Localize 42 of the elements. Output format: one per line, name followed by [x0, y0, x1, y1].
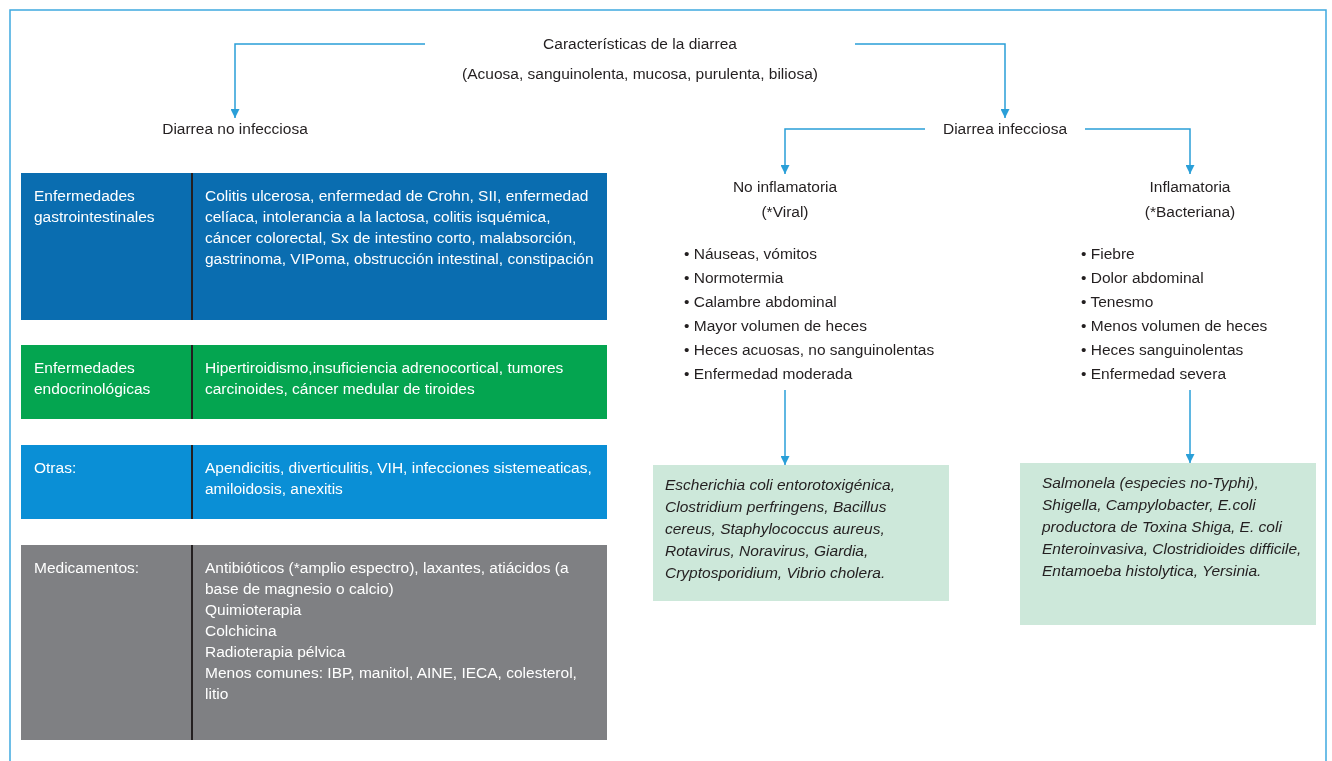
- category-row: [21, 173, 607, 320]
- category-description: Menos comunes: IBP, manitol, AINE, IECA, colesterol, litio: [205, 663, 578, 704]
- pathogen-box: Salmonela (especies no-Typhi), Shigella, Campylobacter, E.coli productora de Toxina Shiga, E. coli Enteroinvasiva, Clostridioides difficile, Entamoeba histolytica, Yersinia.: [1020, 463, 1316, 625]
- arrow: [230, 43, 426, 119]
- category-description: Colitis ulcerosa, enfermedad de Crohn, SII, enfermedad celíaca, intolerancia a la lactosa, colitis isquémica, cáncer colorectal, Sx de intestino corto, malabsorción, gastrinoma, VIPoma, obstrucción intestinal, constipación: [205, 186, 595, 269]
- category-description: Apendicitis, diverticulitis, VIH, infecciones sistemeaticas, amiloidosis, anexitis: [205, 458, 593, 499]
- bullet-item: • Náuseas, vómitos: [684, 244, 818, 264]
- bullet-item: • Enfermedad severa: [1081, 364, 1227, 384]
- category-label: Enfermedades gastrointestinales: [34, 186, 156, 227]
- subtitle-text: (Acuosa, sanguinolenta, mucosa, purulenta, biliosa): [461, 64, 819, 84]
- category-label: Otras:: [34, 458, 78, 478]
- category-label: Medicamentos:: [34, 558, 141, 578]
- bullet-item: • Mayor volumen de heces: [684, 316, 868, 336]
- pathogen-box: Escherichia coli entorotoxigénica, Clostridium perfringens, Bacillus cereus, Staphylococcus aureus, Rotavirus, Noravirus, Giardia, Cryptosporidium, Vibrio cholera.: [653, 465, 949, 601]
- category-heading: Diarrea infecciosa: [925, 118, 1085, 144]
- bullet-item: • Enfermedad moderada: [684, 364, 854, 384]
- bullet-item: • Dolor abdominal: [1081, 268, 1205, 288]
- arrow: [780, 389, 790, 466]
- bullet-item: • Menos volumen de heces: [1081, 316, 1269, 336]
- subcategory-heading: Inflamatoria (*Bacteriana): [1143, 177, 1237, 222]
- bullet-item: • Normotermia: [684, 268, 785, 288]
- category-row: [21, 545, 607, 740]
- arrow: [1185, 389, 1195, 464]
- bullet-item: • Heces sanguinolentas: [1081, 340, 1245, 360]
- bullet-item: • Fiebre: [1081, 244, 1136, 264]
- bullet-item: • Heces acuosas, no sanguinolentas: [684, 340, 936, 360]
- category-heading: Diarrea no infecciosa: [140, 118, 330, 144]
- subcategory-heading: No inflamatoria (*Viral): [731, 177, 839, 222]
- bullet-item: • Calambre abdominal: [684, 292, 838, 312]
- category-label: Enfermedades endocrinológicas: [34, 358, 152, 399]
- category-row: [21, 445, 607, 519]
- bullet-item: • Tenesmo: [1081, 292, 1155, 312]
- category-description: Hipertiroidismo,insuficiencia adrenocortical, tumores carcinoides, cáncer medular de tiroides: [205, 358, 565, 399]
- category-row: [21, 345, 607, 419]
- category-description: Quimioterapia: [205, 600, 303, 620]
- category-description: Antibióticos (*amplio espectro), laxantes, atiácidos (a base de magnesio o calcio): [205, 558, 570, 599]
- heading-text: Características de la diarrea: [542, 34, 738, 54]
- category-description: Radioterapia pélvica: [205, 642, 347, 662]
- arrow: [780, 128, 926, 175]
- category-description: Colchicina: [205, 621, 278, 641]
- arrow: [1084, 128, 1195, 175]
- arrow: [854, 43, 1010, 119]
